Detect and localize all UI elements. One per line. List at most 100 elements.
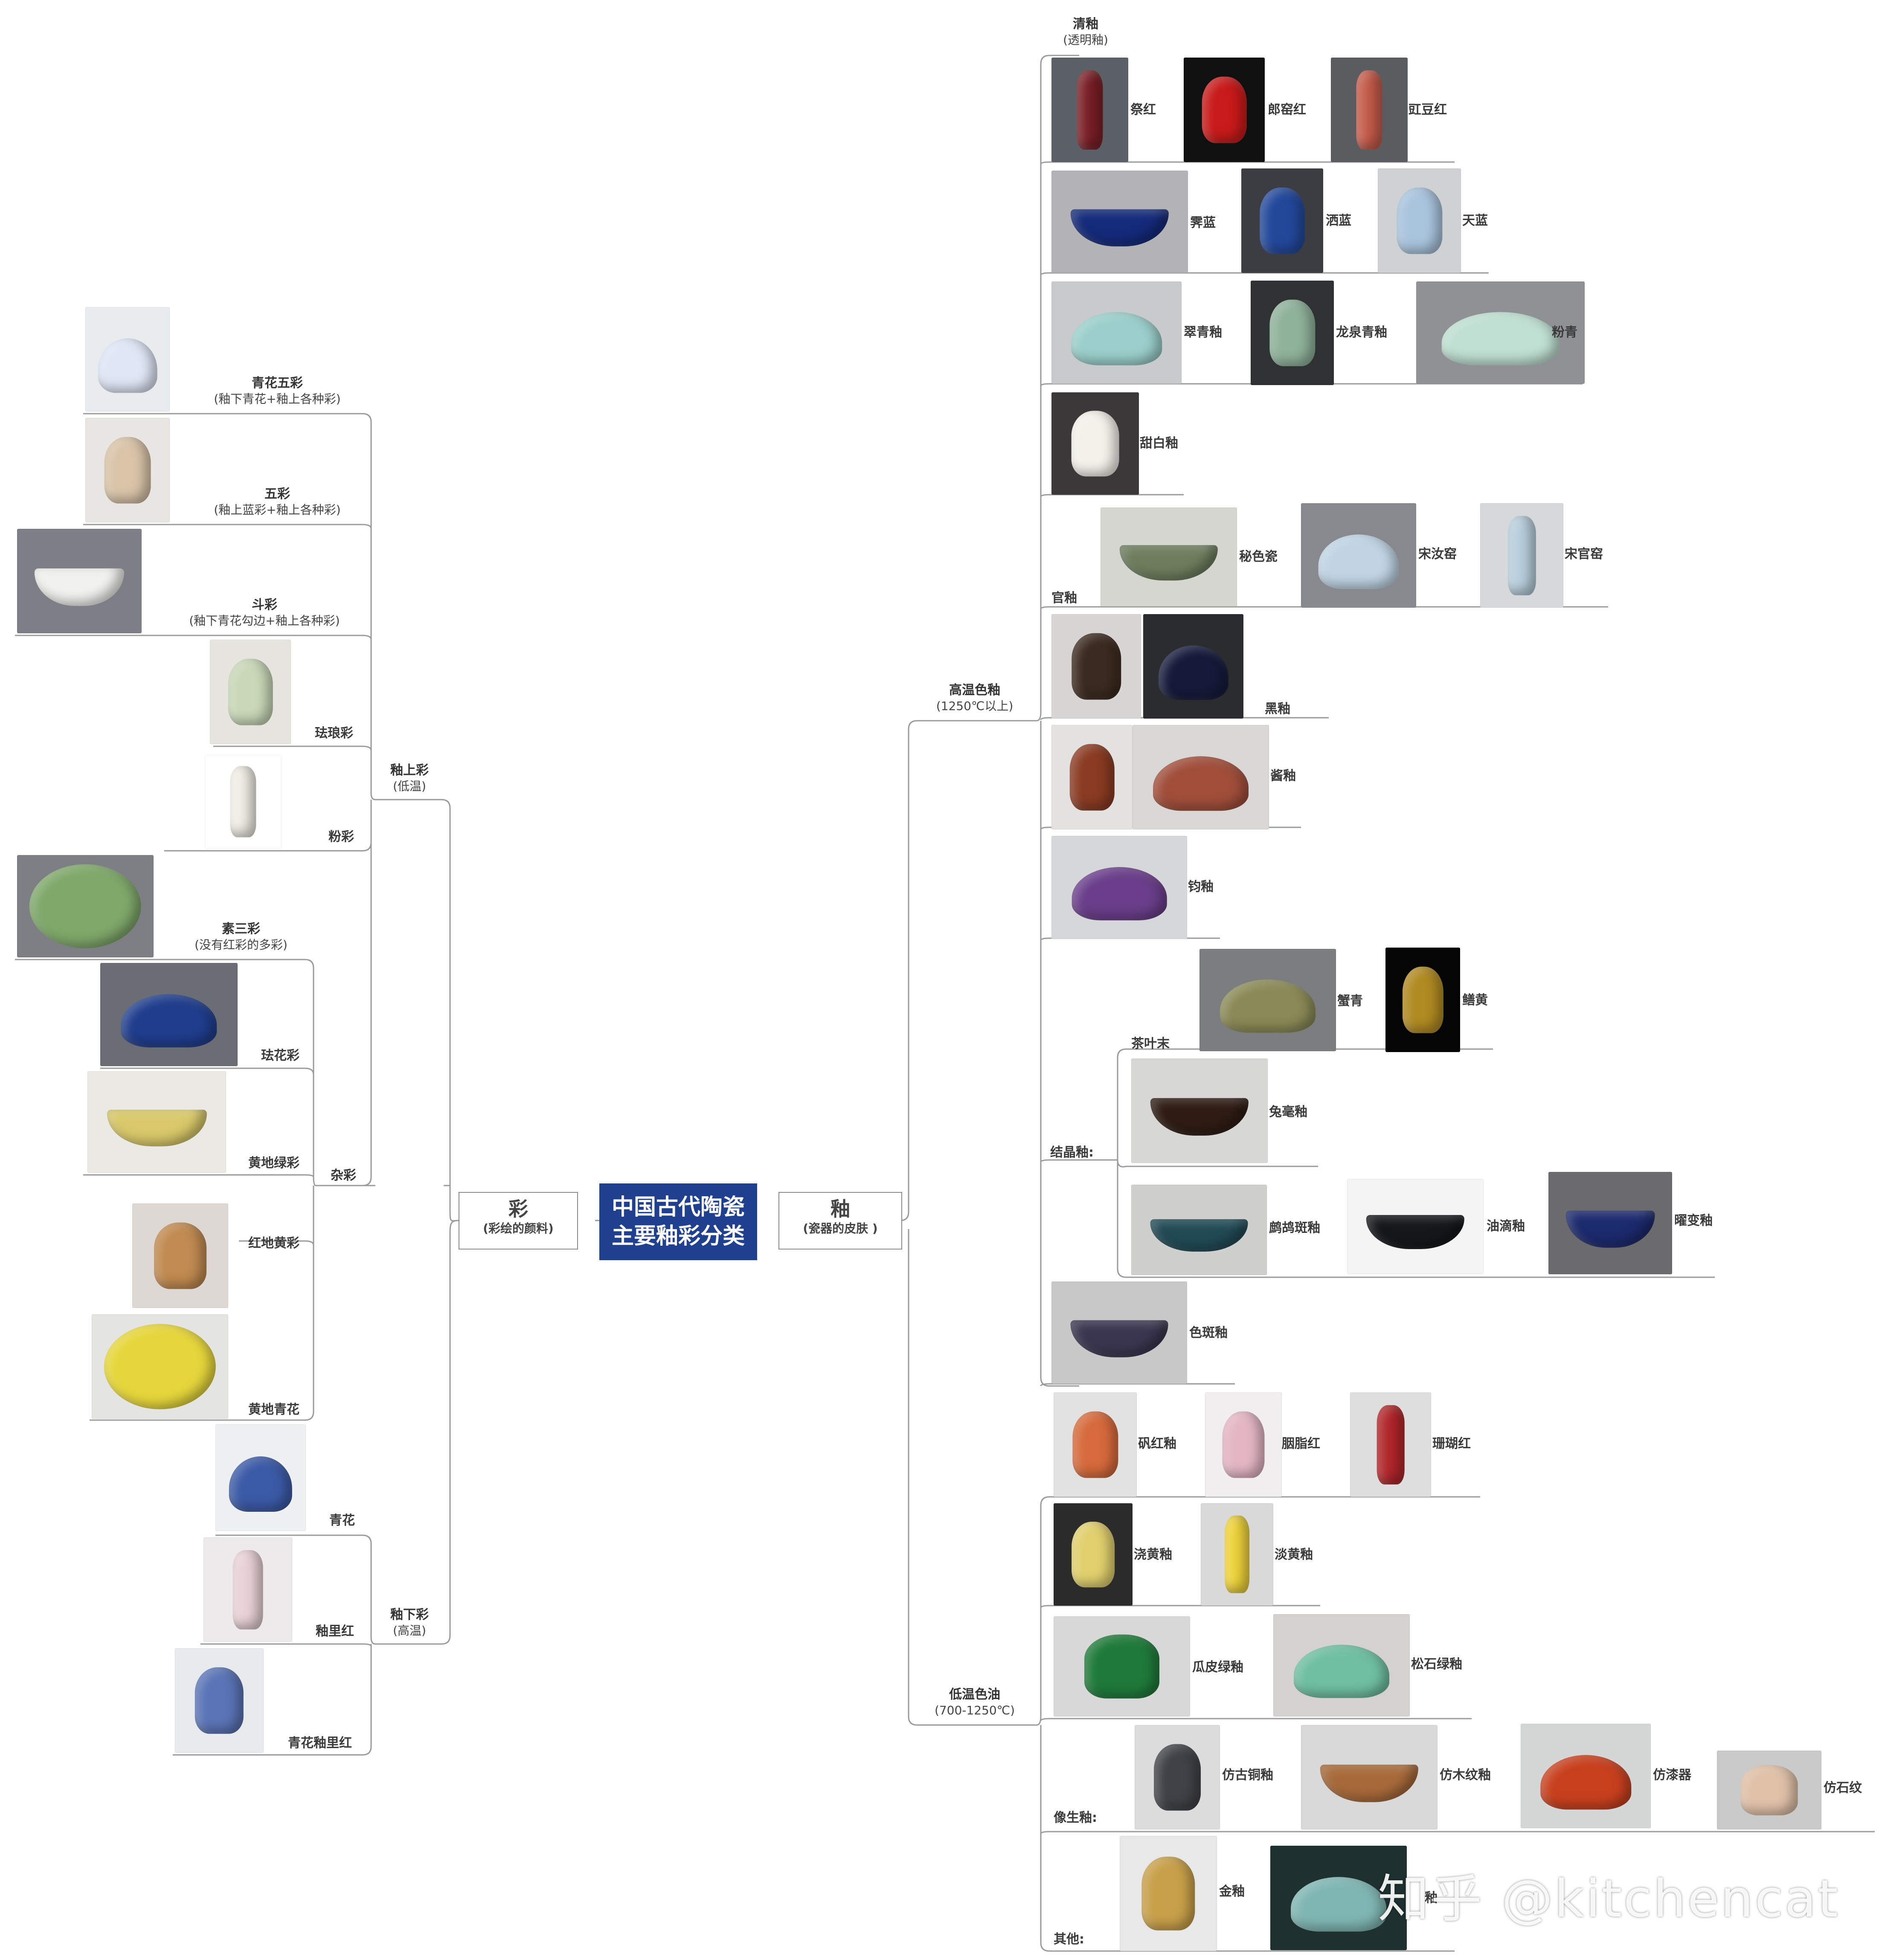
item-jiaohuang-label: 浇黄釉 (1134, 1547, 1172, 1562)
node-underglaze-subtitle: (高温) (393, 1624, 426, 1638)
thumb-jiangyou-2[interactable] (1133, 725, 1269, 829)
branch-you[interactable]: 釉 (瓷器的皮肤 ) (778, 1192, 902, 1250)
thumb-tianbai[interactable] (1051, 392, 1139, 495)
thumb-qinghua-youlihong[interactable] (175, 1648, 264, 1753)
thumb-fahuacai[interactable] (100, 963, 238, 1066)
thumb-youdi[interactable] (1347, 1179, 1484, 1274)
item-xieqing-label: 蟹青 (1337, 994, 1363, 1009)
thumb-ruyao[interactable] (1301, 503, 1416, 608)
thumb-danhuang[interactable] (1201, 1503, 1273, 1606)
root-title-line1: 中国古代陶瓷 (611, 1195, 745, 1220)
thumb-others-2[interactable] (1270, 1846, 1407, 1950)
thumb-sajilan[interactable] (1241, 168, 1323, 273)
root-node[interactable]: 中国古代陶瓷 主要釉彩分类 (599, 1183, 757, 1260)
node-underglaze[interactable]: 釉下彩 (高温) (378, 1607, 441, 1638)
thumb-youlihong[interactable] (203, 1537, 292, 1642)
item-last-partial-label: 釉 (1425, 1890, 1438, 1905)
thumb-qinghua-wucai[interactable] (85, 307, 170, 412)
thumb-junyou[interactable] (1051, 836, 1187, 939)
item-yanzhihong-label: 胭脂红 (1282, 1436, 1320, 1451)
item-youlihong-label: 釉里红 (316, 1624, 354, 1639)
thumb-shanhuang[interactable] (1385, 948, 1460, 1052)
thumb-songshilv[interactable] (1273, 1614, 1410, 1716)
thumb-guanyao[interactable] (1480, 503, 1563, 608)
node-tea-dust[interactable]: 茶叶末 (1131, 1036, 1170, 1051)
item-hongdi-huangcai-label: 红地黄彩 (248, 1236, 299, 1251)
item-longquan-label: 龙泉青釉 (1336, 325, 1387, 340)
thumb-heiyou-1[interactable] (1051, 614, 1141, 719)
item-yaobian-label: 曜变釉 (1674, 1213, 1713, 1228)
thumb-huangdi-qinghua[interactable] (92, 1314, 228, 1419)
node-imitation[interactable]: 像生釉: (1054, 1810, 1097, 1825)
thumb-jiaohuang[interactable] (1054, 1503, 1133, 1606)
item-qinghua-label: 青花 (329, 1513, 355, 1528)
thumb-jinyou[interactable] (1120, 1836, 1217, 1951)
thumb-tuhao[interactable] (1131, 1058, 1268, 1163)
node-high-temp-subtitle: (1250℃以上) (936, 699, 1014, 713)
item-shanhuhong-label: 珊瑚红 (1432, 1436, 1471, 1451)
thumb-jihong[interactable] (1051, 58, 1128, 162)
thumb-jiangyou-1[interactable] (1051, 725, 1133, 829)
item-susancai: 素三彩 (没有红彩的多彩) (175, 921, 307, 953)
thumb-huangdi-lvcai[interactable] (87, 1071, 226, 1173)
thumb-fangmu[interactable] (1301, 1725, 1438, 1830)
thumb-zhegu[interactable] (1131, 1185, 1267, 1275)
thumb-jilan[interactable] (1051, 171, 1188, 273)
item-wucai: 五彩 (釉上蓝彩+釉上各种彩) (188, 486, 367, 518)
thumb-seban[interactable] (1051, 1282, 1187, 1384)
node-mixed[interactable]: 杂彩 (324, 1168, 363, 1184)
thumb-tianlan[interactable] (1378, 168, 1461, 273)
thumb-mise[interactable] (1101, 507, 1237, 606)
node-high-temp[interactable]: 高温色釉 (1250℃以上) (926, 682, 1024, 714)
thumb-fenqing[interactable] (1416, 281, 1585, 384)
thumb-falangcai[interactable] (210, 640, 291, 744)
node-crystal[interactable]: 结晶釉: (1050, 1145, 1094, 1160)
thumb-qinghua[interactable] (215, 1424, 306, 1531)
thumb-langyaohong[interactable] (1184, 58, 1265, 162)
thumb-jiangdouhong[interactable] (1331, 58, 1408, 162)
item-jilan-label: 霁蓝 (1190, 215, 1216, 230)
thumb-fencai[interactable] (205, 755, 282, 849)
node-low-temp[interactable]: 低温色油 (700-1250℃) (926, 1687, 1024, 1718)
thumb-longquan[interactable] (1251, 281, 1334, 385)
node-low-temp-title: 低温色油 (949, 1687, 1000, 1702)
item-wucai-note: (釉上蓝彩+釉上各种彩) (214, 503, 341, 517)
thumb-hongdi-huangcai[interactable] (132, 1203, 228, 1308)
node-mixed-title: 杂彩 (331, 1168, 356, 1183)
thumb-wucai[interactable] (85, 418, 170, 522)
item-susancai-label: 素三彩 (222, 922, 260, 937)
thumb-doucai[interactable] (17, 529, 142, 633)
item-mise-label: 秘色瓷 (1239, 549, 1278, 564)
thumb-heiyou-2[interactable] (1143, 614, 1243, 719)
node-guan[interactable]: 官釉 (1051, 591, 1077, 606)
branch-cai-subtitle: (彩绘的颜料) (483, 1221, 554, 1235)
item-tianbai-label: 甜白釉 (1140, 436, 1178, 451)
thumb-susancai[interactable] (17, 855, 154, 957)
thumb-yaobian[interactable] (1548, 1172, 1672, 1274)
node-others[interactable]: 其他: (1054, 1932, 1084, 1947)
thumb-fanhong[interactable] (1054, 1392, 1137, 1497)
item-huangdi-lvcai-label: 黄地绿彩 (248, 1156, 299, 1171)
branch-cai[interactable]: 彩 (彩绘的颜料) (459, 1192, 578, 1250)
thumb-fangshi[interactable] (1717, 1751, 1821, 1830)
thumb-fanggutong[interactable] (1135, 1725, 1220, 1830)
thumb-fangqi[interactable] (1521, 1724, 1651, 1828)
item-jiangdouhong-label: 豇豆红 (1409, 102, 1447, 117)
item-seban-label: 色斑釉 (1189, 1325, 1228, 1340)
watermark: 知乎 @kitchencat (1378, 1870, 1840, 1929)
node-overglaze[interactable]: 釉上彩 (低温) (378, 763, 441, 794)
item-fangshi-label: 仿石纹 (1824, 1780, 1862, 1795)
thumb-cuiqing[interactable] (1051, 281, 1182, 384)
item-sajilan-label: 洒蓝 (1326, 213, 1351, 228)
item-junyou-label: 钧釉 (1188, 879, 1214, 894)
thumb-shanhuhong[interactable] (1350, 1392, 1431, 1497)
item-shanhuang-label: 鳝黄 (1462, 993, 1488, 1008)
thumb-xieqing[interactable] (1199, 949, 1336, 1051)
thumb-yanzhihong[interactable] (1205, 1392, 1282, 1497)
item-falangcai-label: 珐琅彩 (315, 726, 353, 741)
node-clear-glaze-title: 清釉 (1073, 17, 1098, 32)
node-clear-glaze[interactable]: 清釉 (透明釉) (1054, 16, 1118, 48)
item-doucai: 斗彩 (釉下青花勾边+釉上各种彩) (166, 597, 363, 629)
thumb-guapilv[interactable] (1054, 1616, 1190, 1716)
